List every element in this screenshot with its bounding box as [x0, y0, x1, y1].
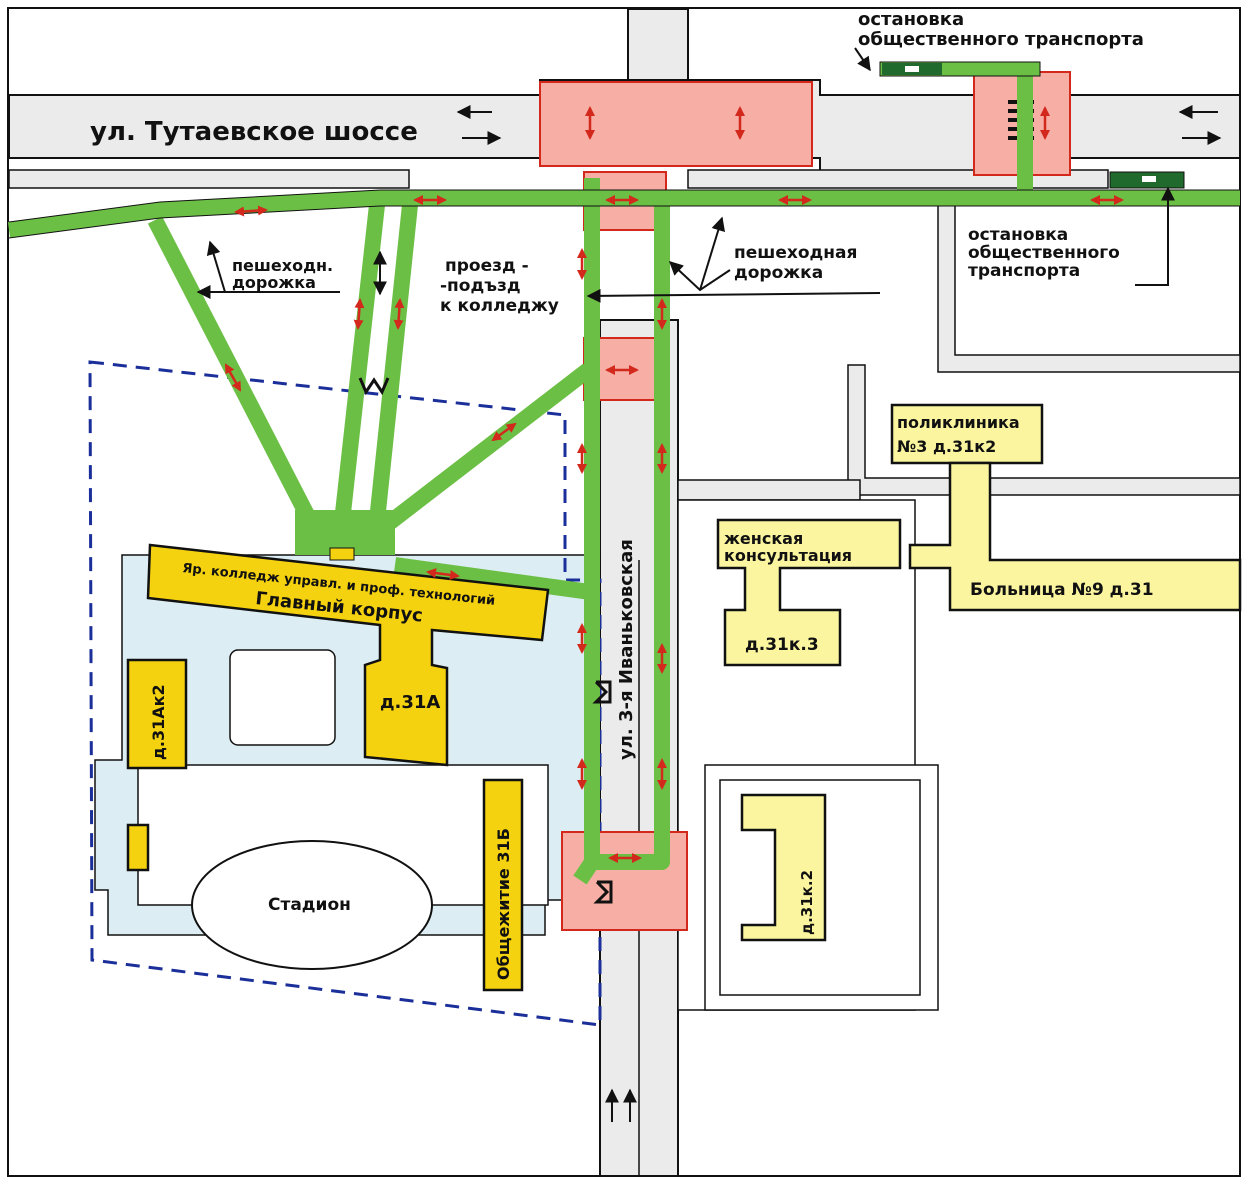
label-building-31k3: д.31к.3: [745, 635, 819, 655]
label-bus-stop-top-2: общественного транспорта: [858, 29, 1144, 50]
label-driveway-2: -подъзд: [440, 276, 521, 296]
label-bus-stop-right-2: общественного: [968, 243, 1120, 263]
label-hospital: Больница №9 д.31: [970, 580, 1154, 600]
label-building-31ak2: д.31Ак2: [149, 684, 168, 760]
label-building-31k2: д.31к.2: [798, 870, 816, 935]
label-footpath-right-1: пешеходная: [734, 243, 857, 263]
annex-small: [126, 823, 150, 872]
label-womens-1: женская: [724, 529, 803, 548]
stadium-oval: [191, 840, 433, 970]
label-driveway-3: к колледжу: [440, 296, 559, 316]
double-arrow-icon: [224, 106, 1124, 863]
courtyard: [229, 649, 336, 746]
label-clinic-1: поликлиника: [897, 413, 1020, 432]
label-footpath-left-2: дорожка: [232, 273, 316, 292]
label-clinic-2: №3 д.31к2: [897, 437, 996, 456]
gate-icon: [358, 377, 613, 904]
label-bus-stop-top-1: остановка: [858, 9, 964, 30]
label-dormitory: Общежитие 31Б: [494, 828, 513, 980]
label-womens-2: консультация: [724, 546, 852, 565]
buildings: [126, 403, 1242, 992]
dormitory-31b: [482, 778, 524, 992]
street-ivankovskaya: ул. 3-я Иваньковская: [616, 539, 637, 760]
building-31ak2: [126, 658, 188, 770]
womens-clinic: [716, 518, 902, 667]
clinic-3: [890, 403, 1044, 465]
building-31k2: [740, 793, 827, 942]
label-driveway-1: проезд -: [445, 256, 529, 276]
traffic-direction-arrows: [196, 47, 1222, 1122]
service-road-left: [8, 169, 410, 189]
north-road-stub: [627, 8, 689, 81]
entrance-marker: [329, 547, 355, 561]
label-bus-stop-right-1: остановка: [968, 225, 1068, 245]
street-tutaevskoe: ул. Тутаевское шоссе: [90, 117, 418, 147]
campus-grounds: [88, 360, 602, 1027]
main-building: [146, 543, 550, 767]
label-building-31a: д.31А: [380, 692, 440, 713]
footpath-outlines: [8, 189, 1240, 239]
label-footpath-left-1: пешеходн.: [232, 256, 333, 275]
label-stadium: Стадион: [268, 895, 351, 915]
label-bus-stop-right-3: транспорта: [968, 261, 1080, 281]
east-access-road: [677, 479, 861, 501]
label-footpath-right-2: дорожка: [734, 263, 823, 283]
hospital-9: [908, 461, 1242, 612]
